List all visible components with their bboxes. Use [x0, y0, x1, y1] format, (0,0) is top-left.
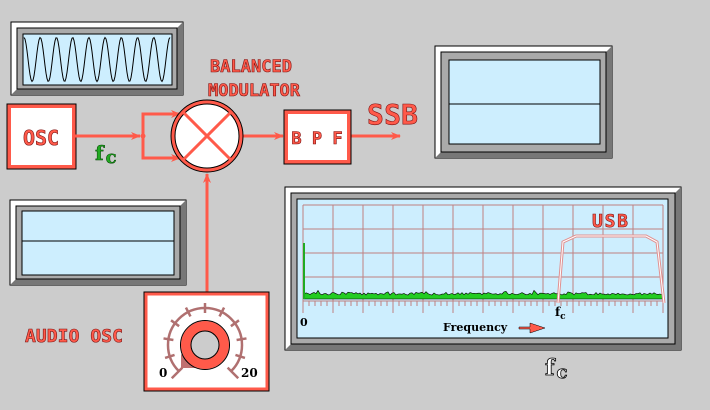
bottom-fc-label: fc	[545, 355, 567, 383]
audio-scope	[10, 200, 186, 285]
dial-tick	[237, 338, 247, 340]
fc-label: fc	[95, 141, 117, 168]
bpf-block: B P F	[284, 110, 351, 164]
zero-label: 0	[300, 316, 308, 329]
osc-label: OSC	[23, 126, 59, 150]
dial-knob	[186, 326, 224, 364]
frequency-axis-label: Frequency	[443, 321, 508, 334]
balanced-label: BALANCED	[210, 57, 292, 77]
bpf-label: B P F	[291, 129, 342, 149]
ssb-label: SSB	[367, 98, 418, 131]
audio-osc-label: AUDIO OSC	[25, 326, 123, 347]
audio-osc-dial[interactable]: 0 20	[144, 292, 269, 391]
spectrum-display: USB 0 Frequency fc	[285, 187, 681, 350]
osc-block: OSC	[7, 104, 76, 169]
dial-tick	[164, 338, 174, 340]
ssb-output-scope	[435, 46, 612, 158]
balanced-modulator	[173, 102, 241, 170]
dial-min-label: 0	[159, 366, 167, 380]
usb-label: USB	[592, 211, 628, 232]
modulator-label: MODULATOR	[208, 81, 301, 101]
carrier-scope	[11, 22, 183, 95]
dial-max-label: 20	[241, 366, 258, 380]
